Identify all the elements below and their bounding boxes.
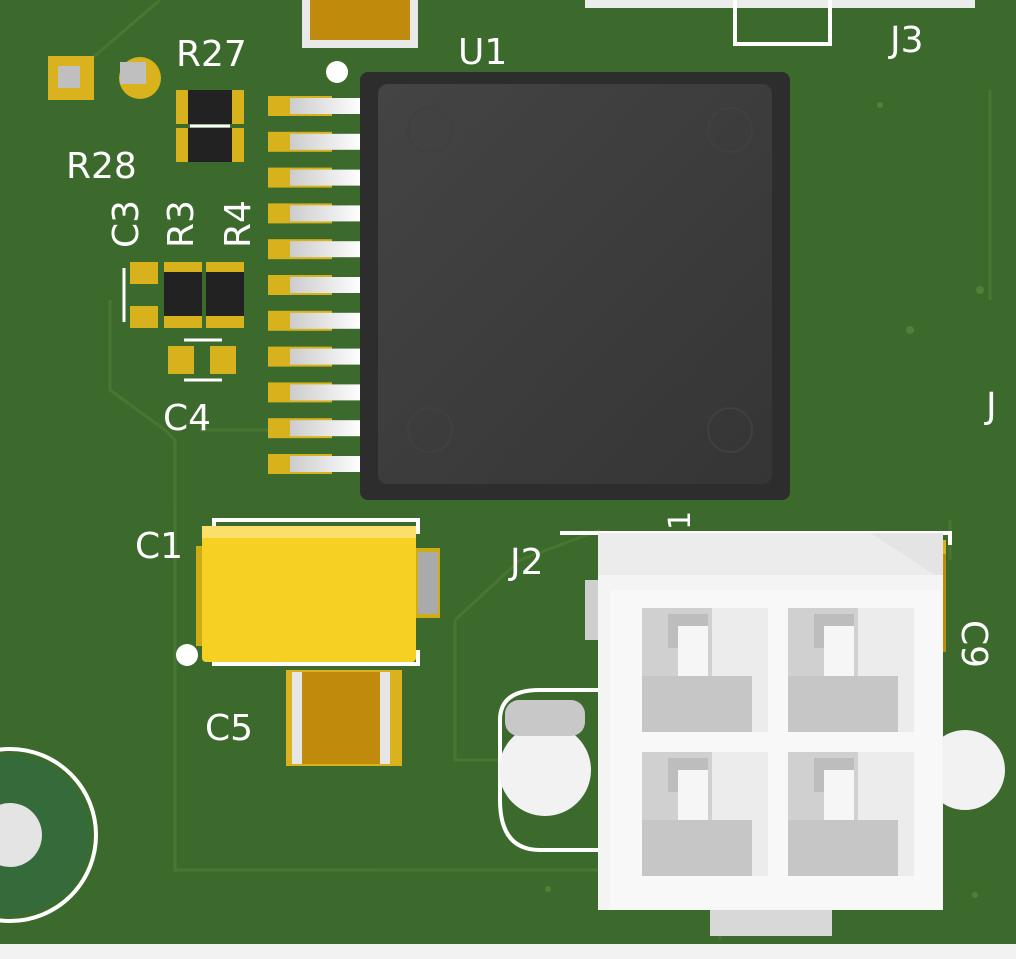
label-c1: C1 [135,526,183,567]
copper-trace-dots [545,102,984,898]
j2-cavity-floor [642,820,768,876]
mounting-hole [0,747,98,923]
j2-latch-face [824,770,854,820]
capacitor-c5 [286,670,402,766]
pin1-marker-c1 [176,644,198,666]
u1-pin [290,205,362,222]
j2-cavity-wall [858,752,914,876]
resistor-r3 [164,262,202,328]
u1-pin [290,420,362,437]
capacitor-c4 [168,338,236,382]
u1-pin [290,277,362,293]
capacitor-c3 [122,262,158,328]
test-pad-square-inner [58,66,80,88]
u1-pins [268,96,362,474]
u1-pin [290,98,362,114]
label-c9: C9 [953,620,994,668]
resistor-r4 [206,262,244,328]
ic-u1 [360,72,790,500]
label-r4: R4 [218,200,259,248]
j2-cavity-floor [642,676,768,732]
label-r27: R27 [176,34,247,75]
j2-latch-face [824,626,854,676]
j2-cavity-wall [858,608,914,732]
label-j-partial: J [984,386,997,427]
label-j2: J2 [508,542,544,583]
j3-connector-outline [585,0,975,46]
resistor-r28 [176,128,244,162]
test-pad-round-inner [120,62,146,84]
label-c4: C4 [163,398,211,439]
label-pin1: 1 [663,511,698,530]
u1-pin [290,456,362,472]
label-u1: U1 [458,32,507,73]
j2-cavity-wall [712,752,768,876]
u1-pin [290,241,362,258]
pin1-marker-u1 [326,61,348,83]
u1-pin [290,384,362,401]
j2-latch-face [678,770,708,820]
j2-cavity-floor [788,676,914,732]
resistor-r27 [176,90,244,124]
board-cut-edge [0,944,1016,959]
capacitor-c1 [196,518,440,666]
label-r28: R28 [66,146,137,187]
label-j3: J3 [888,20,924,61]
u1-pin [290,312,362,329]
j2-cavity-wall [712,608,768,732]
u1-pin [290,169,362,186]
label-c3: C3 [106,200,147,248]
label-r3: R3 [161,200,202,248]
capacitor-top [302,0,418,48]
u1-pin [290,348,362,365]
u1-pin [290,133,362,150]
j2-cavity-floor [788,820,914,876]
j2-mounting-pegs [498,580,1005,852]
label-c5: C5 [205,708,253,749]
j2-latch-face [678,626,708,676]
j2-cavities [642,608,914,876]
